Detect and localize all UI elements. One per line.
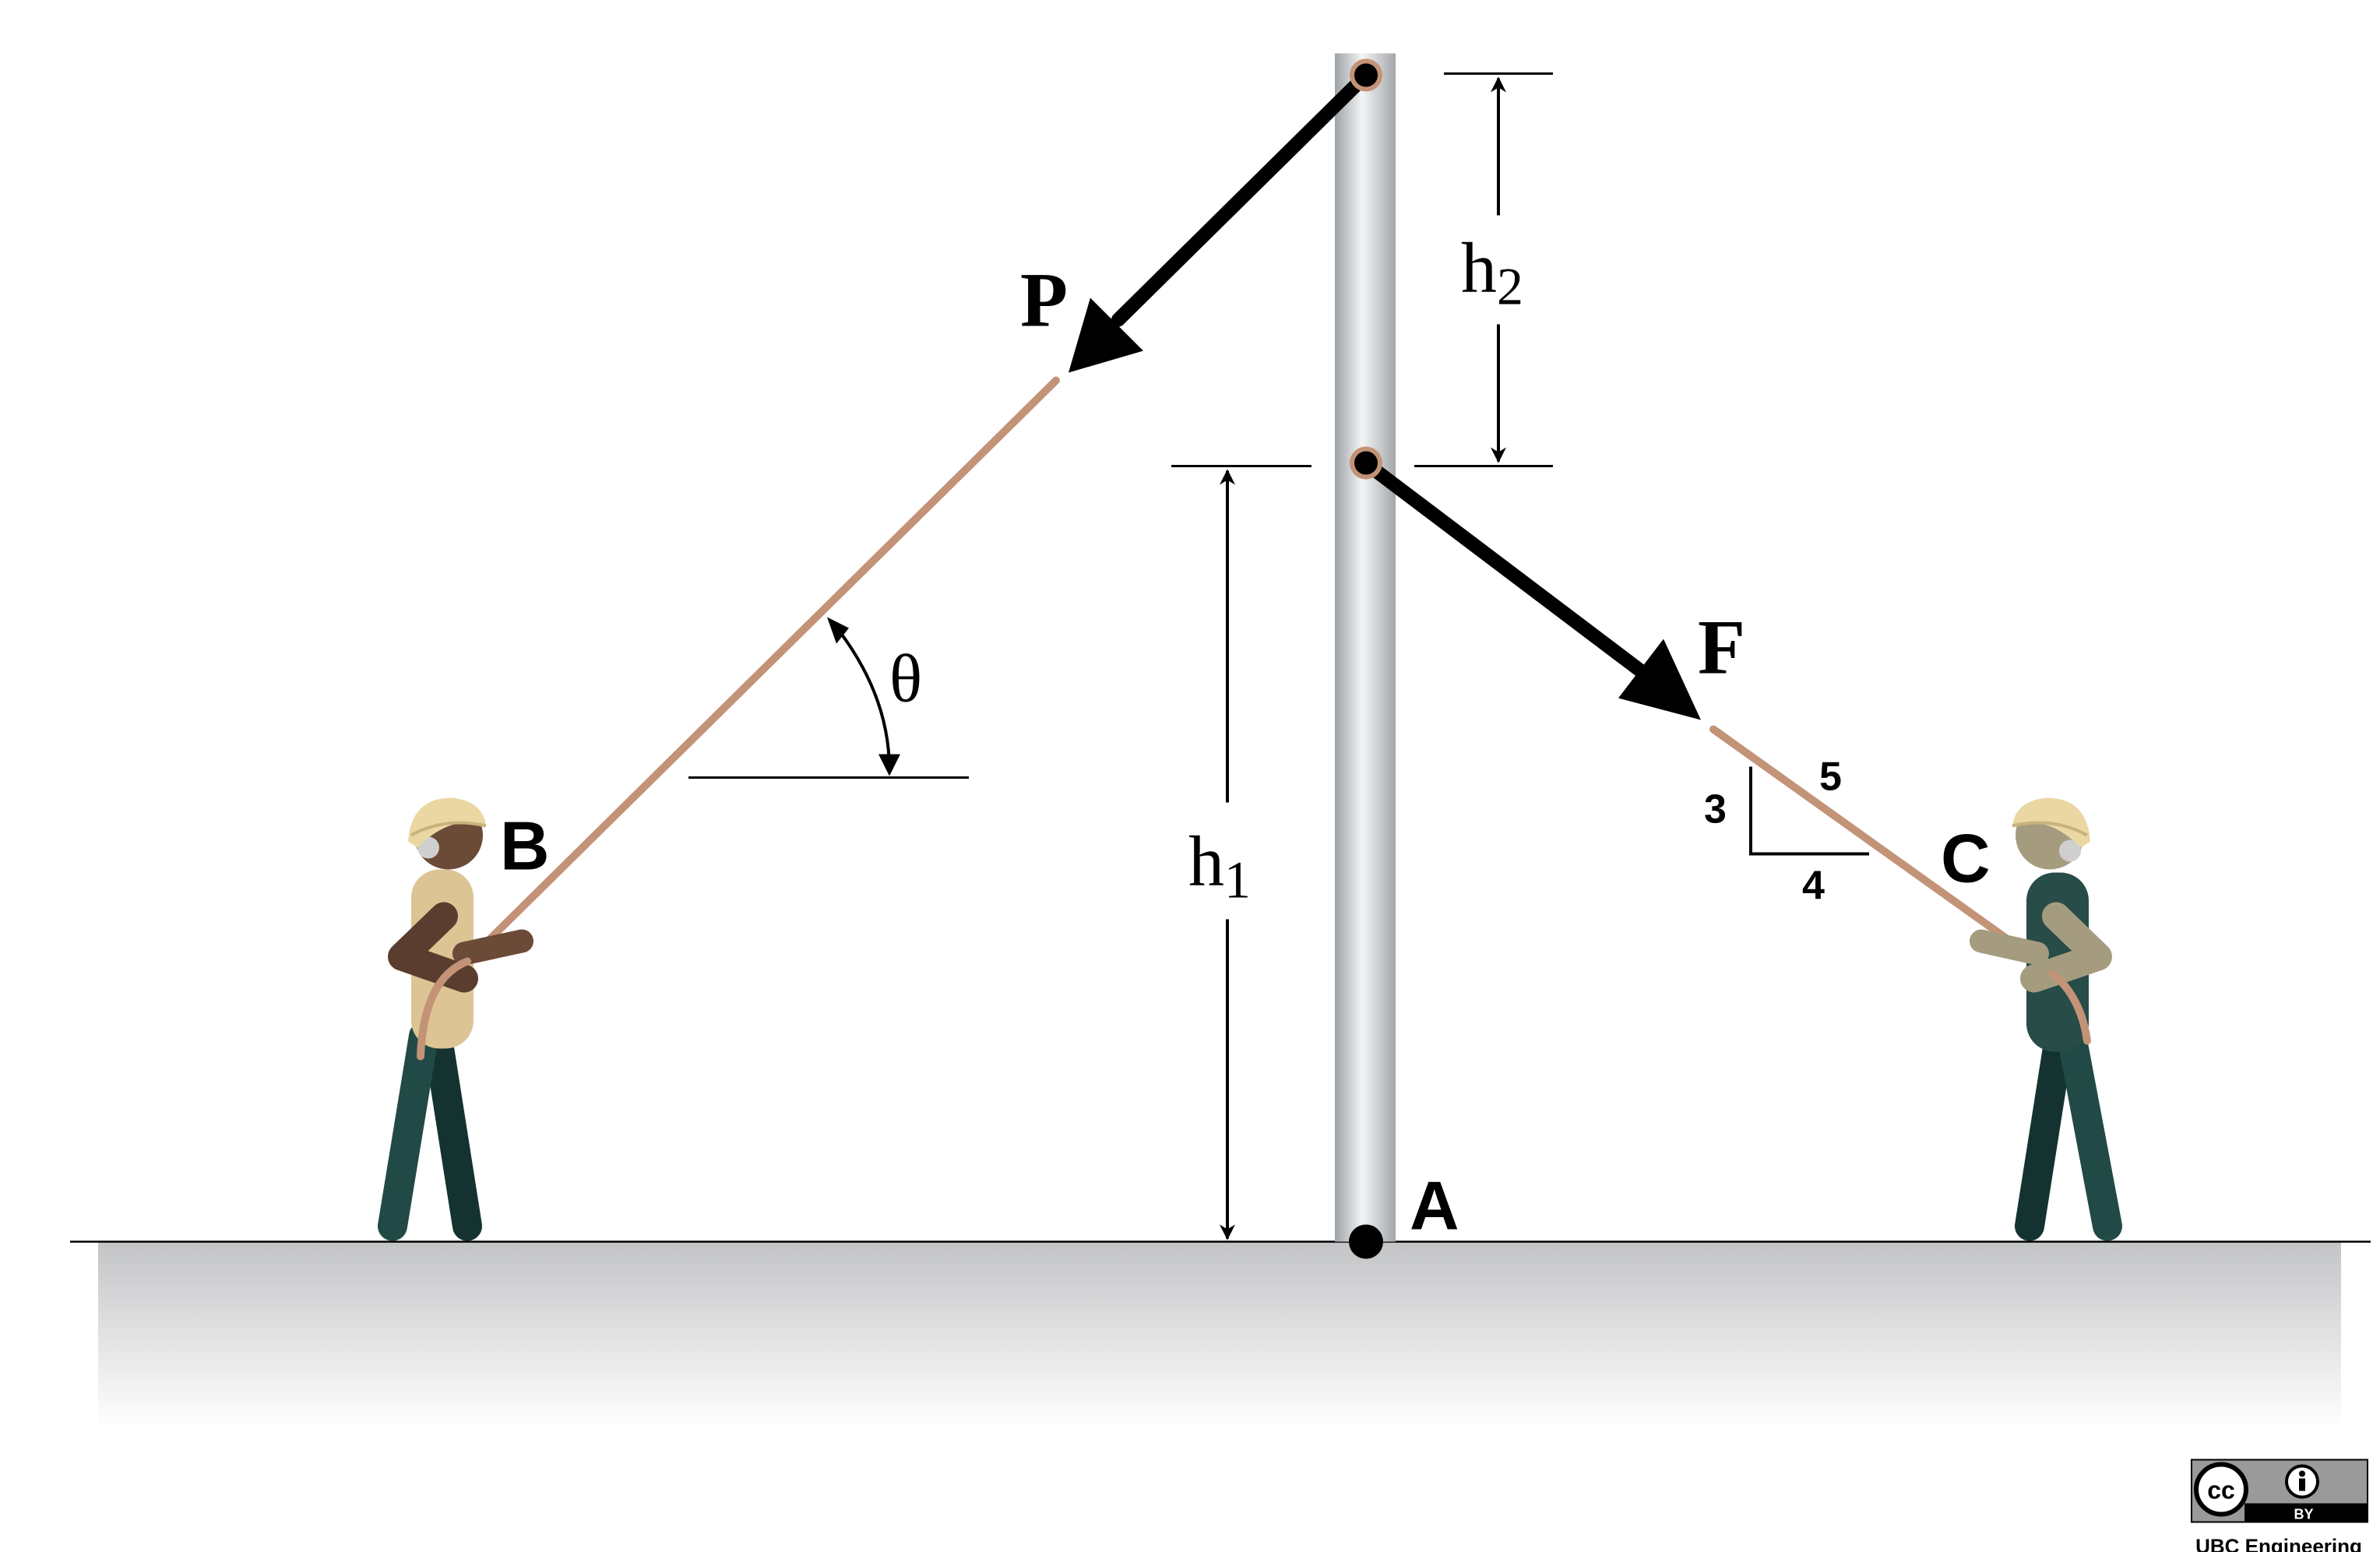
slope-vertical-label: 3 [1704, 787, 1727, 832]
force-p-arrow [1069, 76, 1365, 373]
force-f-arrow [1361, 457, 1701, 720]
pole-base-pin [1349, 1224, 1383, 1259]
pole [1335, 53, 1396, 1242]
worker-c [1970, 797, 2122, 1241]
force-f-label: F [1698, 604, 1745, 691]
h2-label: h2 [1461, 228, 1523, 316]
point-c-label: C [1941, 820, 1991, 897]
rope-c [1709, 725, 2060, 978]
credit-text: UBC Engineering [2195, 1535, 2362, 1552]
worker-b [378, 797, 533, 1241]
slope-triangle: 5 3 4 [1704, 755, 1869, 909]
pin-top [1350, 58, 1382, 92]
rope-b [463, 376, 1060, 966]
cc-by-text: BY [2294, 1507, 2313, 1522]
h1-label: h1 [1188, 822, 1251, 910]
pin-mid [1350, 446, 1382, 480]
force-p-label: P [1020, 257, 1068, 343]
angle-arc [832, 622, 891, 770]
slope-horizontal-label: 4 [1802, 864, 1825, 909]
angle-arrow-head-bottom [878, 754, 900, 776]
point-a-label: A [1410, 1167, 1459, 1244]
ground-shade [98, 1241, 2341, 1429]
angle-theta-label: θ [889, 642, 922, 717]
cc-icon-text: cc [2207, 1476, 2235, 1504]
slope-hypotenuse-label: 5 [1819, 755, 1842, 800]
cc-icon [2194, 1462, 2248, 1517]
point-b-label: B [500, 808, 550, 885]
cc-by-license-badge: cc BY [2191, 1459, 2368, 1523]
angle-arrow-head-top [827, 617, 849, 644]
